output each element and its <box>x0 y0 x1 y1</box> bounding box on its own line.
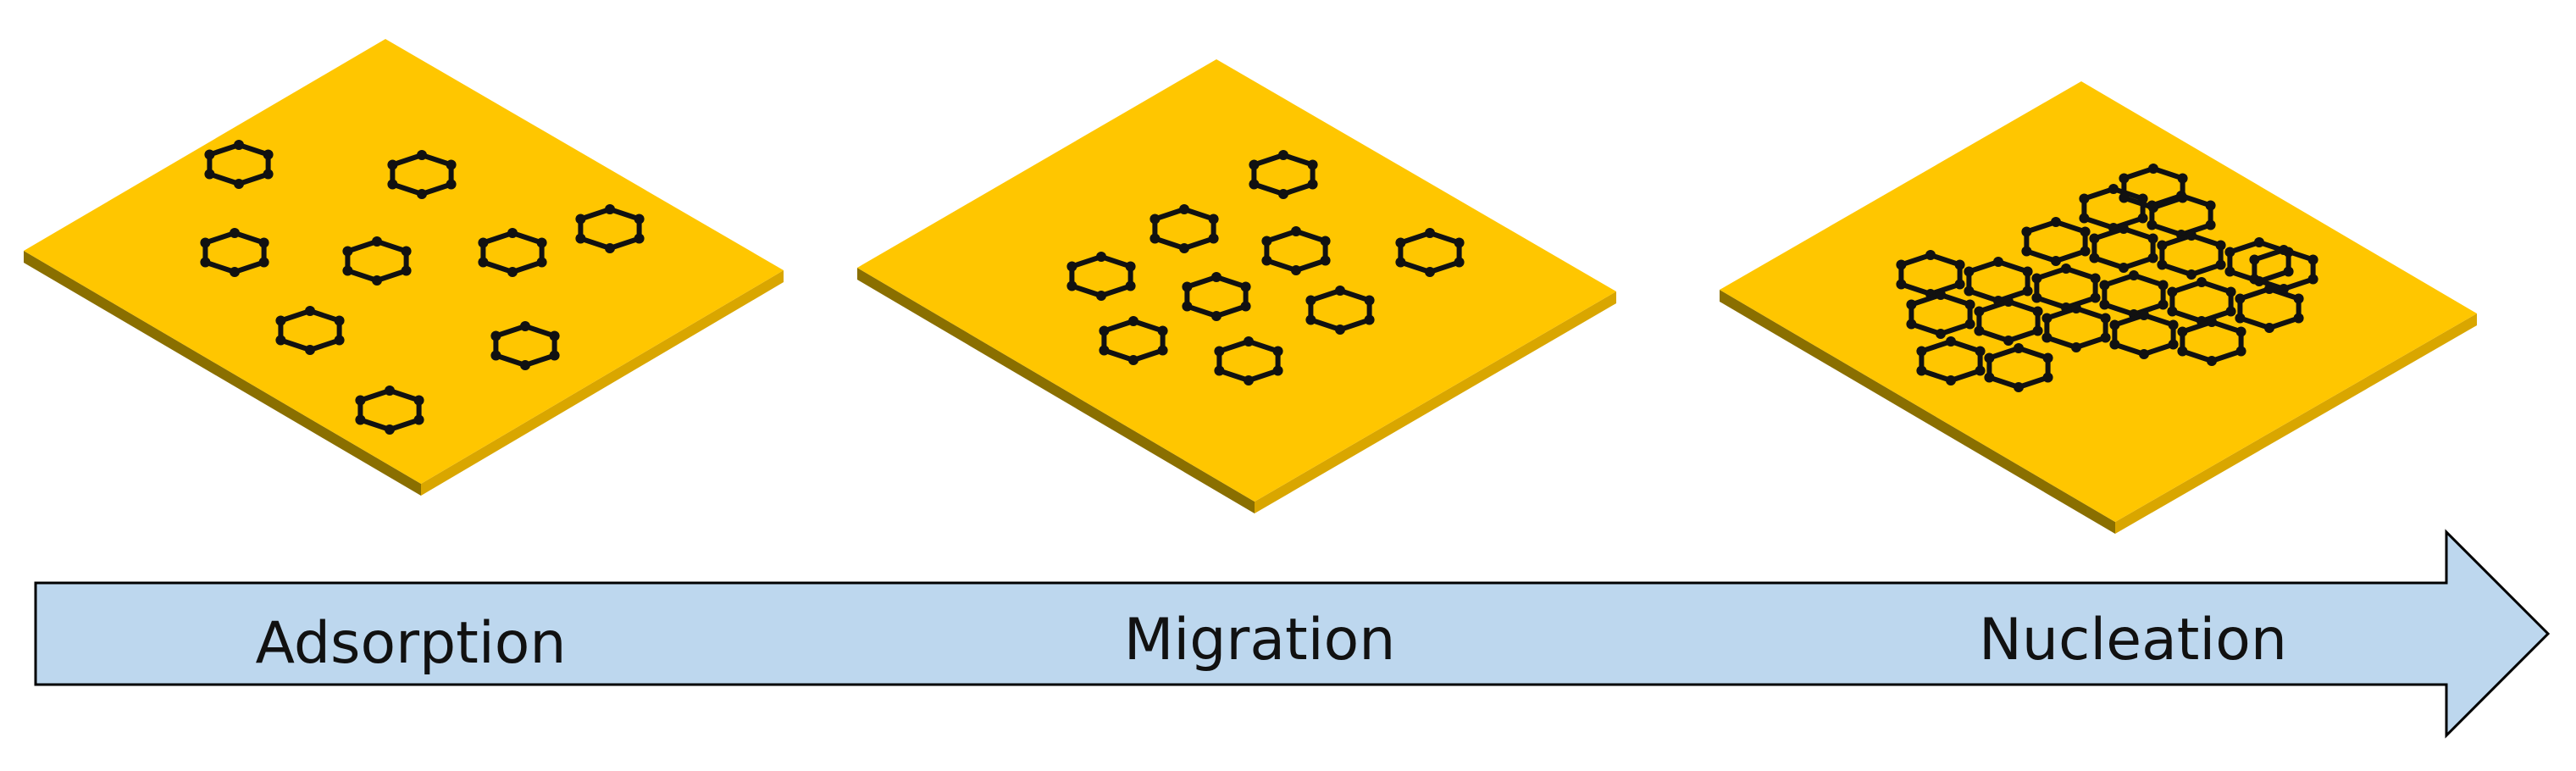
hexagon-ring-icon <box>575 204 645 253</box>
hexagon-ring-icon <box>2021 217 2091 266</box>
hexagon-ring-icon <box>1150 204 1219 253</box>
hexagon-ring-icon <box>2177 317 2246 366</box>
hexagon-ring-icon <box>200 228 269 277</box>
hexagon-ring-icon <box>478 228 547 277</box>
plate-front-edge <box>857 268 1255 513</box>
right-arrow-icon <box>34 529 2551 739</box>
hexagon-ring-icon <box>1395 228 1465 277</box>
hexagon-ring-icon <box>355 386 424 435</box>
hexagon-ring-icon <box>1182 272 1251 321</box>
hexagon-ring-icon <box>2031 263 2101 313</box>
hexagon-ring-icon <box>2109 310 2179 359</box>
hexagon-ring-icon <box>1099 316 1168 365</box>
hexagon-ring-icon <box>342 236 412 286</box>
hexagon-ring-icon <box>1249 150 1318 199</box>
plate-front-edge <box>24 251 421 496</box>
hexagon-ring-icon <box>1906 290 1975 339</box>
plate-top-surface <box>857 59 1616 502</box>
hexagon-ring-icon <box>2235 284 2304 333</box>
plate-front-edge <box>1720 290 2115 534</box>
hexagon-ring-icon <box>275 306 345 355</box>
hexagon-ring-icon <box>1916 336 1986 386</box>
substrate-plate-nucleation <box>1720 81 2477 534</box>
molecule-group-adsorption <box>200 140 645 435</box>
hexagon-ring-icon <box>1974 297 2043 346</box>
molecule-network-nucleation <box>1896 164 2318 392</box>
stage-label-adsorption: Adsorption <box>256 610 567 677</box>
hexagon-ring-icon <box>2089 224 2158 273</box>
hexagon-ring-icon <box>2099 270 2169 319</box>
plate-right-edge <box>1255 291 1616 513</box>
hexagon-ring-icon <box>387 150 457 199</box>
substrate-plate-migration <box>857 59 1616 513</box>
stage-label-migration: Migration <box>1124 607 1396 674</box>
substrate-plate-adsorption <box>24 39 784 496</box>
hexagon-ring-icon <box>1305 286 1375 335</box>
hexagon-ring-icon <box>1214 336 1283 386</box>
plate-right-edge <box>2115 313 2477 534</box>
hexagon-ring-icon <box>204 140 274 189</box>
hexagon-ring-icon <box>1984 343 2053 392</box>
hexagon-ring-icon <box>1066 252 1136 301</box>
hexagon-ring-icon <box>2119 164 2188 213</box>
stage-label-nucleation: Nucleation <box>1979 607 2287 674</box>
hexagon-ring-icon <box>2157 230 2226 280</box>
molecule-group-migration <box>1066 150 1465 386</box>
hexagon-ring-icon <box>490 321 560 370</box>
hexagon-ring-icon <box>2167 277 2236 326</box>
hexagon-ring-icon <box>1261 226 1331 275</box>
hexagon-ring-icon <box>2249 245 2318 294</box>
hexagon-ring-icon <box>2041 303 2111 352</box>
plate-top-surface <box>24 39 784 484</box>
plate-right-edge <box>421 270 784 496</box>
hexagon-ring-icon <box>2079 184 2148 233</box>
